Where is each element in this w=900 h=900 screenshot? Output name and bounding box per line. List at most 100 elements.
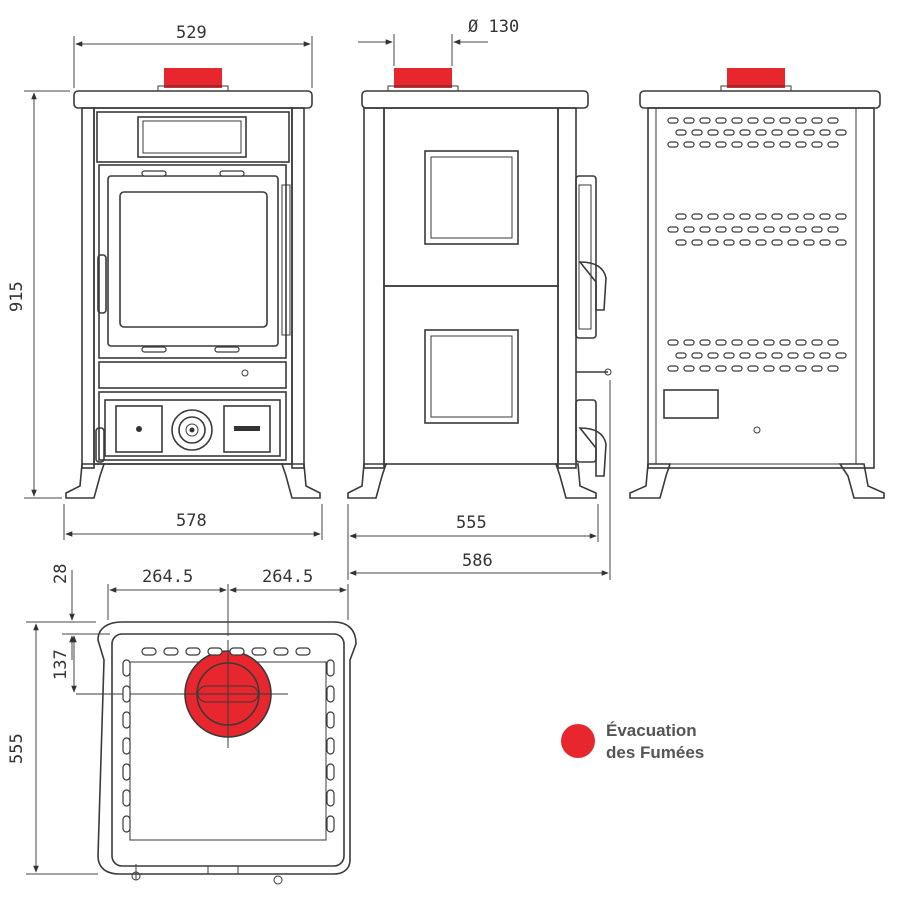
vent-slot xyxy=(723,352,735,359)
vent-slot xyxy=(163,647,179,656)
vent-slot xyxy=(667,226,679,233)
vent-slot xyxy=(707,129,719,136)
vent-slot xyxy=(827,365,839,372)
legend-red-circle-icon xyxy=(561,724,595,758)
vent-slot xyxy=(122,685,131,703)
front-flue xyxy=(164,68,222,88)
vent-slot xyxy=(835,213,847,220)
vent-slot xyxy=(273,647,289,656)
vent-slot xyxy=(763,141,775,148)
vent-slot xyxy=(755,129,767,136)
vent-slot xyxy=(723,213,735,220)
dim-top-width: 529 xyxy=(176,23,207,43)
dim-depth-plan: 555 xyxy=(7,733,27,764)
vent-slot xyxy=(819,129,831,136)
vent-slot xyxy=(326,659,335,677)
vent-slot xyxy=(747,226,759,233)
vent-slot xyxy=(803,352,815,359)
vent-slot xyxy=(667,365,679,372)
legend-label: Évacuation des Fumées xyxy=(606,720,704,764)
vent-slot xyxy=(675,239,687,246)
vent-slot xyxy=(731,141,743,148)
vent-slot xyxy=(683,339,695,346)
dim-base-width-front: 578 xyxy=(176,511,207,531)
vent-slot xyxy=(835,129,847,136)
vent-slot xyxy=(803,239,815,246)
vent-slot xyxy=(779,226,791,233)
vent-slot xyxy=(795,117,807,124)
vent-slot xyxy=(715,141,727,148)
back-flue xyxy=(727,68,785,88)
vent-slot xyxy=(185,647,201,656)
vent-slot xyxy=(731,365,743,372)
vent-slot xyxy=(763,226,775,233)
vent-slot xyxy=(771,239,783,246)
vent-slot xyxy=(835,352,847,359)
vent-slot xyxy=(683,117,695,124)
vent-slot xyxy=(739,129,751,136)
vent-slot xyxy=(803,129,815,136)
vent-slot xyxy=(779,141,791,148)
vent-slot xyxy=(827,339,839,346)
vent-slot xyxy=(326,711,335,729)
vent-slot xyxy=(731,117,743,124)
vent-slot xyxy=(723,129,735,136)
vent-slot xyxy=(122,737,131,755)
vent-slot xyxy=(667,141,679,148)
vent-slot xyxy=(795,339,807,346)
dim-half-width-left: 264.5 xyxy=(142,567,193,587)
vent-slot xyxy=(715,339,727,346)
vent-slot xyxy=(763,365,775,372)
vent-slot xyxy=(779,365,791,372)
vent-slot xyxy=(683,226,695,233)
plan-view xyxy=(76,621,357,885)
front-view xyxy=(65,68,321,499)
side-flue xyxy=(394,68,452,88)
vent-slot xyxy=(715,365,727,372)
vent-slot xyxy=(787,352,799,359)
vent-slot xyxy=(819,352,831,359)
vent-slot xyxy=(827,141,839,148)
vent-slot xyxy=(675,352,687,359)
vent-slot xyxy=(675,129,687,136)
vent-slot xyxy=(755,239,767,246)
vent-slot xyxy=(326,815,335,833)
vent-slot xyxy=(811,226,823,233)
vent-slot xyxy=(707,239,719,246)
vent-slot xyxy=(811,117,823,124)
side-view xyxy=(347,68,612,499)
vent-slot xyxy=(747,141,759,148)
vent-slot xyxy=(707,213,719,220)
vent-slot xyxy=(731,339,743,346)
back-view xyxy=(629,68,885,499)
vent-slot xyxy=(827,226,839,233)
vent-slot xyxy=(715,226,727,233)
dimension-lines xyxy=(24,34,611,875)
vent-slot xyxy=(122,659,131,677)
dim-depth-side: 555 xyxy=(456,513,487,533)
vent-slot xyxy=(141,647,157,656)
vent-slot xyxy=(122,763,131,781)
vent-slot xyxy=(739,352,751,359)
vent-slot xyxy=(699,339,711,346)
vent-slot xyxy=(747,117,759,124)
vent-slot xyxy=(795,226,807,233)
vent-slot xyxy=(691,213,703,220)
vent-slot xyxy=(251,647,267,656)
vent-slot xyxy=(691,239,703,246)
vent-slot xyxy=(779,117,791,124)
vent-slot xyxy=(819,213,831,220)
vent-slot xyxy=(747,339,759,346)
dim-flue-diameter: Ø 130 xyxy=(468,17,519,37)
vent-slot xyxy=(229,647,245,656)
vent-slot xyxy=(787,213,799,220)
vent-slot xyxy=(207,647,223,656)
vent-slot xyxy=(835,239,847,246)
vent-slot xyxy=(771,129,783,136)
vent-slot xyxy=(326,763,335,781)
vent-slot xyxy=(295,647,311,656)
vent-slot xyxy=(811,339,823,346)
vent-slot xyxy=(803,213,815,220)
vent-slot xyxy=(739,213,751,220)
